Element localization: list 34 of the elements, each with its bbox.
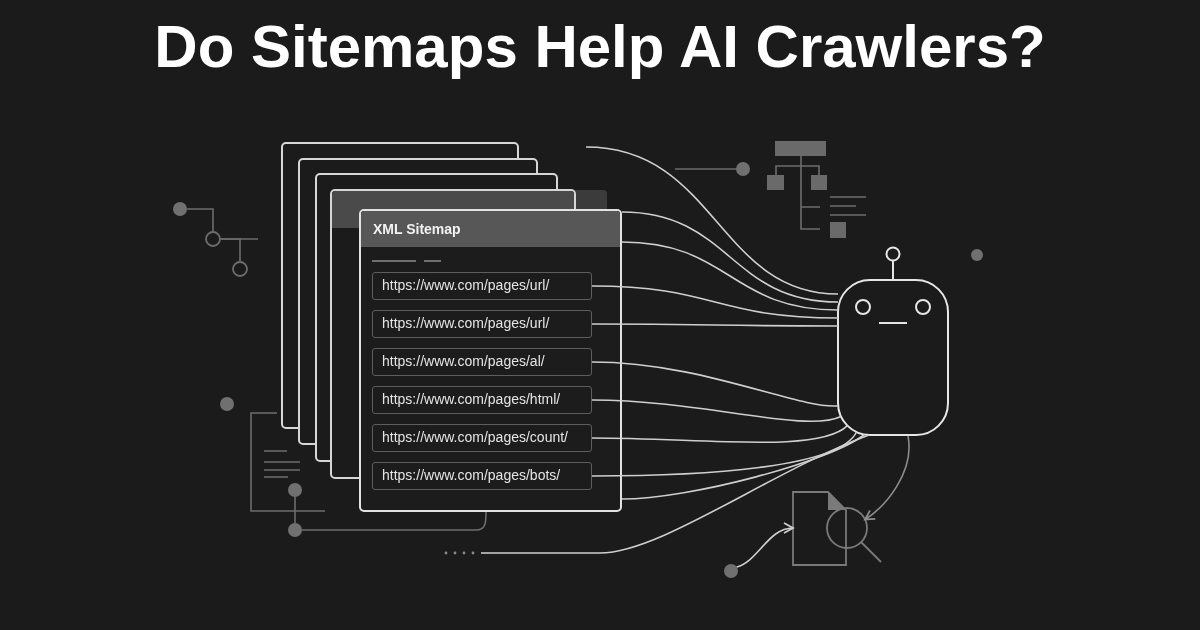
connector-line: [294, 496, 296, 524]
ring-icon: [205, 231, 221, 247]
dot-icon: [288, 483, 302, 497]
url-entry: https://www.com/pages/count/: [372, 424, 592, 452]
url-entry: https://www.com/pages/url/: [372, 310, 592, 338]
connector-line: [186, 208, 214, 233]
connector-line: [219, 238, 241, 263]
connector-line: [591, 361, 839, 407]
connector-line: [591, 431, 858, 477]
page-title: Do Sitemaps Help AI Crawlers?: [153, 16, 1047, 78]
dot-icon: [724, 564, 738, 578]
connector-line: [591, 323, 839, 327]
url-entry: https://www.com/pages/url/: [372, 272, 592, 300]
connector-line: [480, 434, 870, 554]
arrow: [864, 435, 910, 521]
connector-line: [591, 424, 849, 444]
sitemap-panel: [359, 209, 622, 512]
connector-line: [591, 399, 842, 422]
connector-line: [621, 211, 839, 303]
dot-icon: [288, 523, 302, 537]
url-entry: https://www.com/pages/al/: [372, 348, 592, 376]
ring-icon: [232, 261, 248, 277]
url-entry: https://www.com/pages/html/: [372, 386, 592, 414]
dot-icon: [173, 202, 187, 216]
connector-line: [301, 511, 487, 531]
connector-line: [621, 433, 866, 500]
connector-line: [621, 241, 839, 311]
panel-title-bar: XML Sitemap: [361, 211, 620, 247]
url-entry: https://www.com/pages/bots/: [372, 462, 592, 490]
robot-icon: [837, 246, 949, 437]
connector-line: [591, 285, 839, 319]
arrow: [735, 523, 794, 568]
connector-line: [585, 146, 839, 295]
document-search-icon: [792, 491, 882, 566]
